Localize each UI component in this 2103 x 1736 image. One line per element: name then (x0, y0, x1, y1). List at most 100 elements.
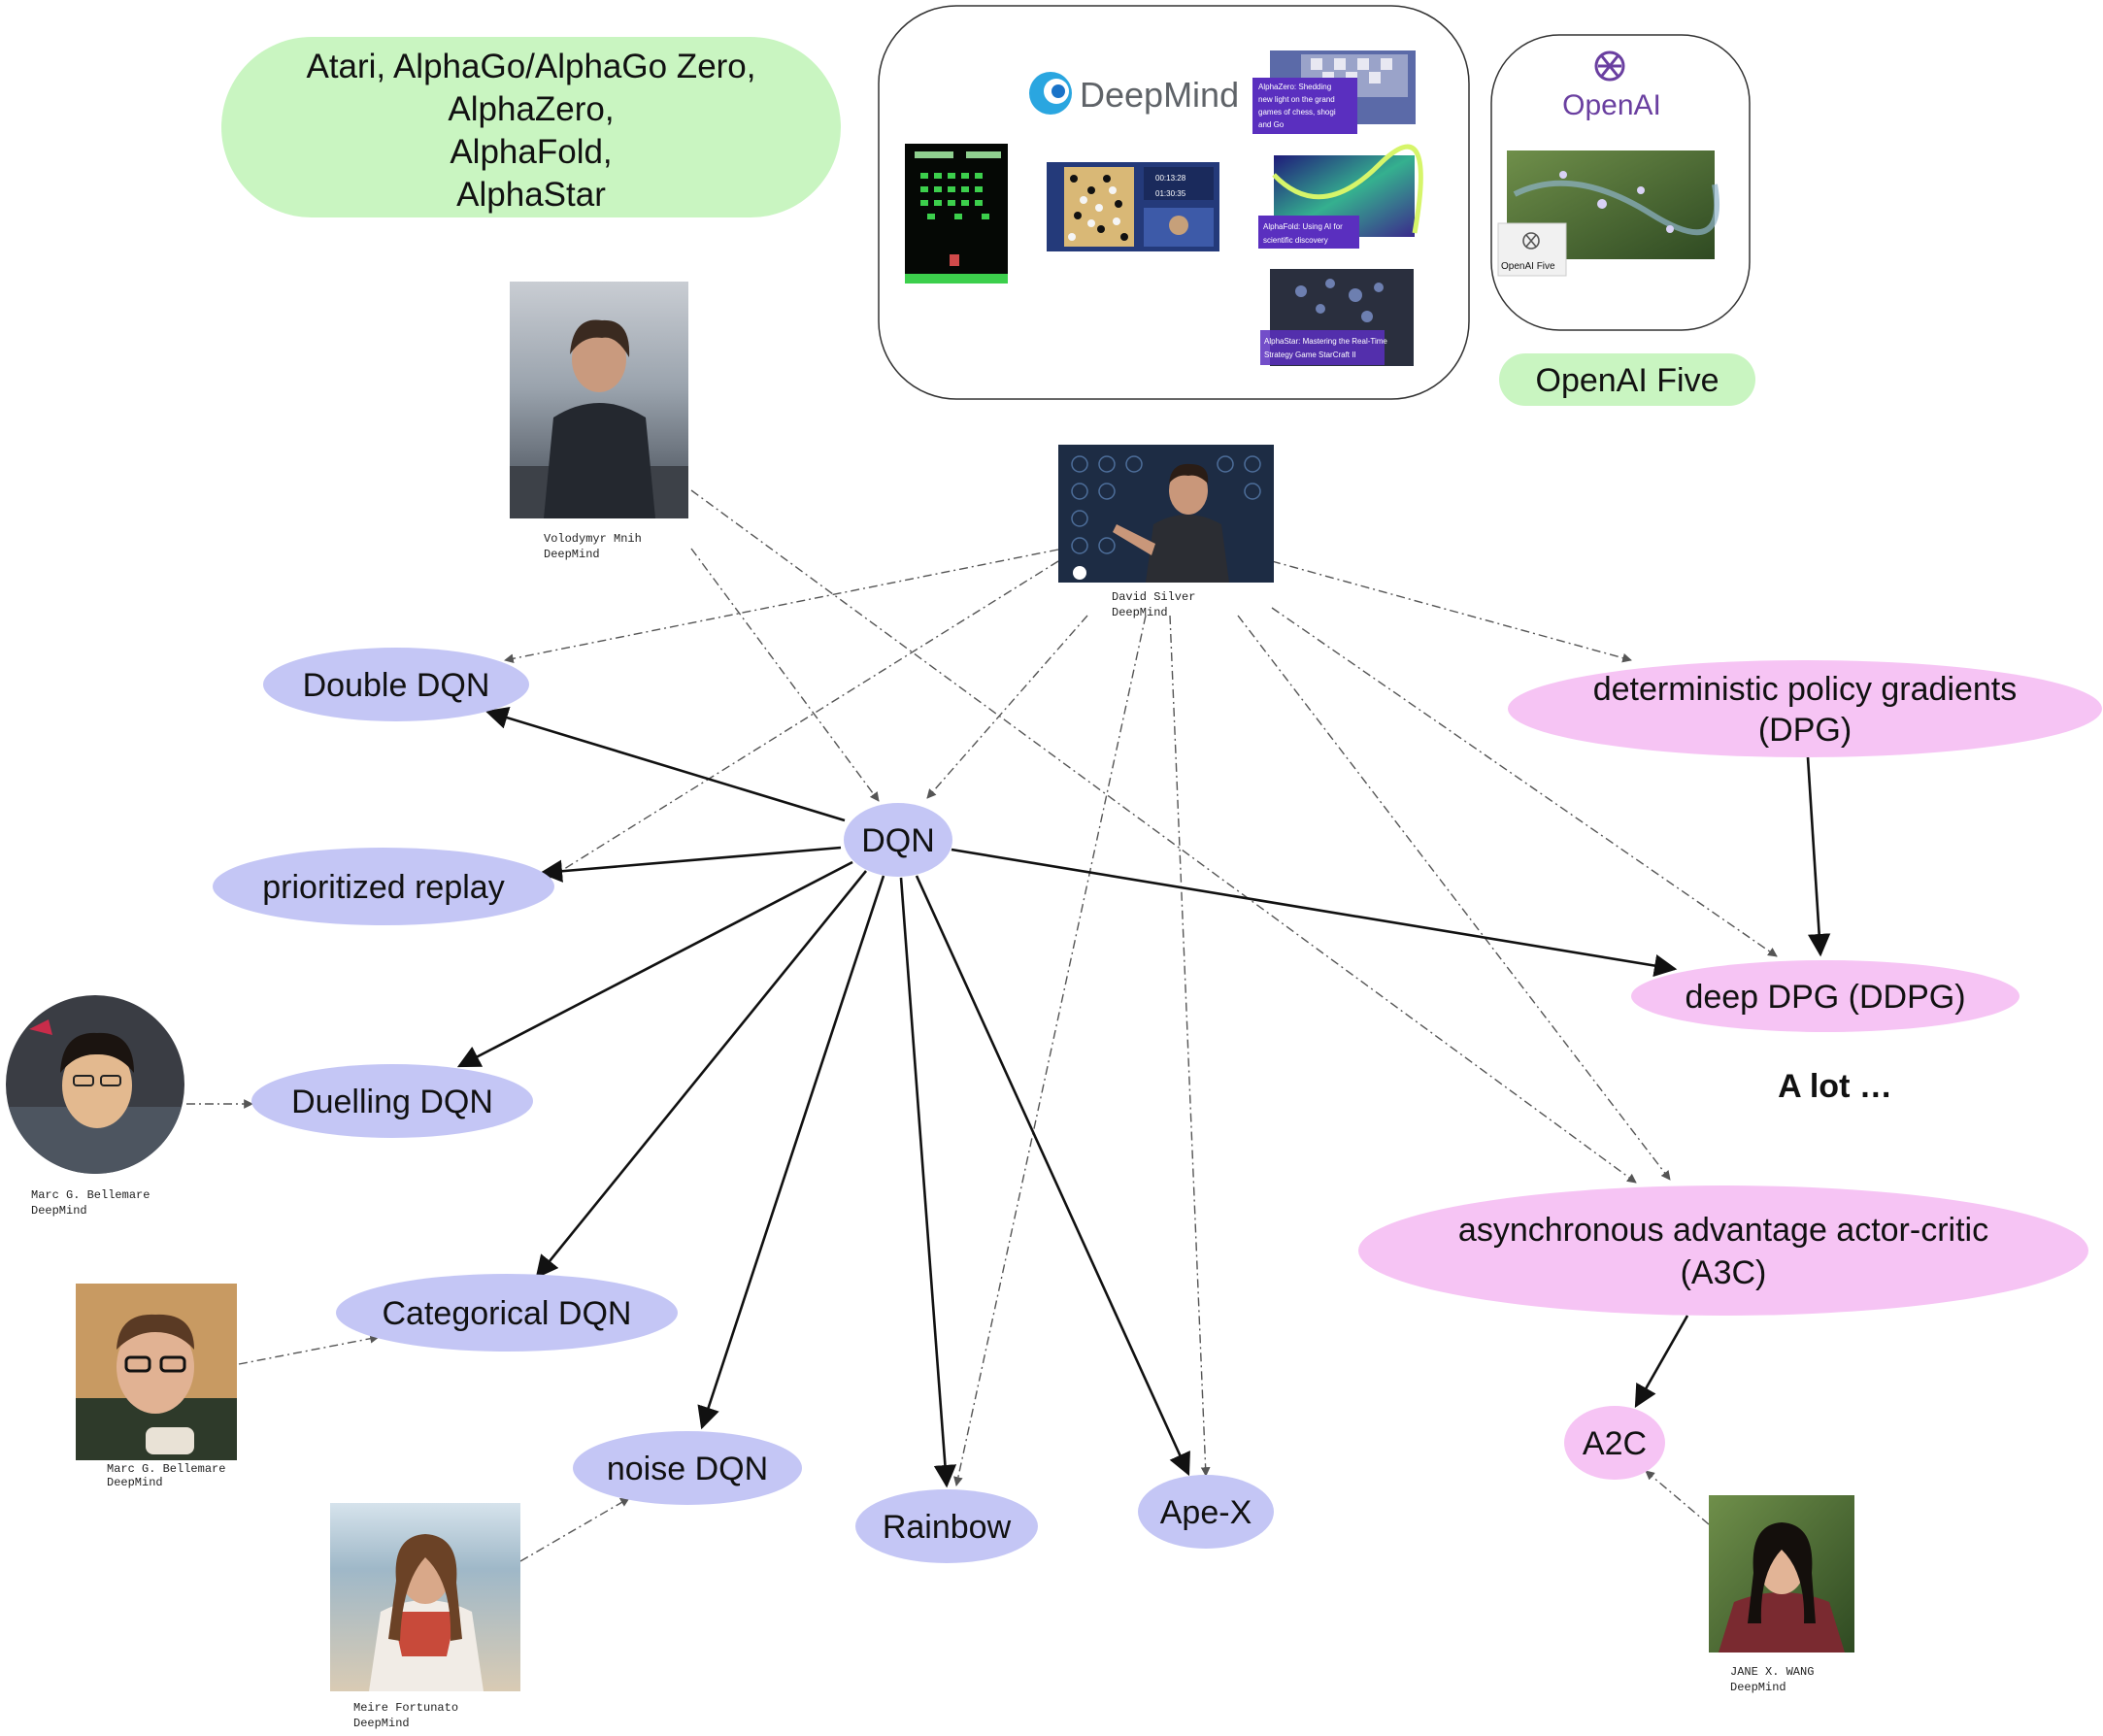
fortunato-name: Meire Fortunato (353, 1701, 458, 1715)
photo-meire-fortunato: Meire Fortunato DeepMind (330, 1503, 520, 1730)
node-double-dqn: Double DQN (263, 648, 529, 721)
silver-name: David Silver (1112, 590, 1195, 604)
photo-marc-bellemare-2: Marc G. Bellemare DeepMind (76, 1284, 237, 1489)
node-dqn-label: DQN (861, 822, 935, 859)
node-ape-x: Ape-X (1138, 1475, 1274, 1549)
solid-arrows (456, 706, 1831, 1488)
link-silver-double-dqn (504, 549, 1059, 664)
alphastar-thumbnail: AlphaStar: Mastering the Real-Time Strat… (1260, 269, 1414, 366)
deepmind-projects-box: Atari, AlphaGo/AlphaGo Zero, AlphaZero, … (221, 37, 841, 217)
node-a3c-label-1: asynchronous advantage actor-critic (1458, 1212, 1988, 1249)
silver-org: DeepMind (1112, 606, 1168, 619)
alphastar-caption-1: AlphaStar: Mastering the Real-Time (1264, 337, 1387, 346)
openai-five-pill: OpenAI Five (1499, 353, 1755, 406)
link-bellemare-categorical (238, 1333, 380, 1365)
node-duelling-dqn: Duelling DQN (251, 1064, 533, 1138)
node-rainbow-label: Rainbow (883, 1509, 1012, 1546)
mnih-org: DeepMind (544, 548, 600, 561)
photo-david-silver: David Silver DeepMind (1058, 445, 1274, 619)
node-dpg: deterministic policy gradients (DPG) (1508, 660, 2102, 757)
link-mnih-a3c (690, 489, 1637, 1184)
node-prioritized-replay: prioritized replay (213, 848, 554, 925)
bellemare2-name: Marc G. Bellemare (107, 1462, 225, 1476)
arrow-dqn-categorical (535, 870, 868, 1279)
atari-thumbnail (905, 144, 1008, 284)
arrow-dqn-noise (697, 875, 885, 1430)
deepmind-projects-line-2: AlphaZero, (448, 90, 614, 128)
link-silver-a3c (1237, 615, 1671, 1181)
node-a3c: asynchronous advantage actor-critic (A3C… (1358, 1185, 2088, 1316)
node-ddpg-label: deep DPG (DDPG) (1685, 979, 1965, 1016)
alphago-thumbnail: 00:13:28 01:30:35 (1047, 162, 1219, 251)
node-a2c: A2C (1564, 1406, 1665, 1480)
node-rainbow: Rainbow (855, 1489, 1038, 1563)
wang-org: DeepMind (1730, 1681, 1786, 1694)
deepmind-projects-line-3: AlphaFold, (450, 133, 612, 171)
node-noise-dqn: noise DQN (573, 1431, 802, 1505)
node-categorical-dqn-label: Categorical DQN (383, 1295, 632, 1332)
node-dpg-label-1: deterministic policy gradients (1593, 671, 2018, 708)
alphazero-caption-4: and Go (1258, 120, 1285, 129)
node-ddpg: deep DPG (DDPG) (1631, 960, 2020, 1032)
dashed-links (186, 489, 1778, 1562)
link-silver-ddpg (1271, 607, 1778, 957)
a-lot-annotation: A lot … (1778, 1068, 1892, 1105)
link-silver-rainbow (953, 615, 1147, 1486)
fortunato-org: DeepMind (353, 1717, 410, 1730)
alphazero-caption-3: games of chess, shogi (1258, 108, 1336, 117)
node-noise-dqn-label: noise DQN (607, 1451, 768, 1487)
node-a2c-label: A2C (1583, 1425, 1647, 1462)
alphago-time-2: 01:30:35 (1155, 189, 1186, 198)
arrow-dqn-double-dqn (484, 706, 846, 822)
node-prioritized-replay-label: prioritized replay (262, 869, 504, 906)
photo-volodymyr-mnih: Volodymyr Mnih DeepMind (510, 282, 688, 561)
link-silver-apex (1169, 615, 1211, 1477)
deepmind-projects-line-4: AlphaStar (456, 176, 606, 214)
alphastar-caption-2: Strategy Game StarCraft II (1264, 351, 1356, 359)
bellemare1-name: Marc G. Bellemare (31, 1188, 150, 1202)
arrow-dqn-prioritized (539, 846, 842, 883)
link-wang-a2c (1645, 1470, 1710, 1525)
arrow-a3c-a2c (1634, 1315, 1689, 1409)
bellemare2-org: DeepMind (107, 1476, 163, 1489)
node-ape-x-label: Ape-X (1160, 1494, 1252, 1531)
openai-five-pill-label: OpenAI Five (1536, 362, 1719, 399)
deepmind-logo: DeepMind (1029, 72, 1239, 115)
alphazero-caption-2: new light on the grand (1258, 95, 1335, 104)
node-dqn: DQN (844, 803, 952, 877)
deepmind-panel: DeepMind 0 (878, 5, 1470, 400)
openai-five-thumbnail: OpenAI Five (1497, 150, 1720, 277)
link-silver-dpg (1271, 560, 1632, 663)
link-fortunato-noise (519, 1497, 630, 1562)
alphazero-caption-1: AlphaZero: Shedding (1258, 83, 1331, 91)
alphafold-caption-2: scientific discovery (1263, 236, 1328, 245)
alphafold-thumbnail: AlphaFold: Using AI for scientific disco… (1258, 144, 1423, 249)
photo-marc-bellemare-1: Marc G. Bellemare DeepMind (6, 995, 184, 1218)
bellemare1-org: DeepMind (31, 1204, 87, 1218)
deepmind-logo-text: DeepMind (1080, 75, 1239, 115)
alphafold-caption-1: AlphaFold: Using AI for (1263, 222, 1343, 231)
node-duelling-dqn-label: Duelling DQN (291, 1084, 493, 1120)
openai-logo-icon (1594, 50, 1625, 82)
alphazero-thumbnail: AlphaZero: Shedding new light on the gra… (1252, 50, 1416, 134)
openai-panel: OpenAI OpenAI Five (1490, 34, 1751, 331)
node-double-dqn-label: Double DQN (303, 667, 490, 704)
photo-jane-wang: JANE X. WANG DeepMind (1709, 1495, 1854, 1694)
deepmind-projects-line-1: Atari, AlphaGo/AlphaGo Zero, (306, 48, 755, 85)
openai-five-thumbnail-label: OpenAI Five (1501, 261, 1555, 272)
node-a3c-label-2: (A3C) (1681, 1254, 1767, 1291)
wang-name: JANE X. WANG (1730, 1665, 1814, 1679)
arrow-dqn-ddpg (951, 848, 1678, 978)
link-silver-dqn (926, 615, 1088, 799)
arrow-dqn-apex (915, 875, 1190, 1477)
mnih-name: Volodymyr Mnih (544, 532, 642, 546)
arrow-dpg-ddpg (1806, 756, 1831, 957)
alphago-time-1: 00:13:28 (1155, 174, 1186, 183)
openai-five-small-logo-icon (1522, 232, 1540, 250)
arrow-dqn-rainbow (899, 877, 957, 1488)
node-categorical-dqn: Categorical DQN (336, 1274, 678, 1352)
openai-logo-text: OpenAI (1562, 89, 1661, 121)
link-silver-prioritized (548, 560, 1059, 880)
